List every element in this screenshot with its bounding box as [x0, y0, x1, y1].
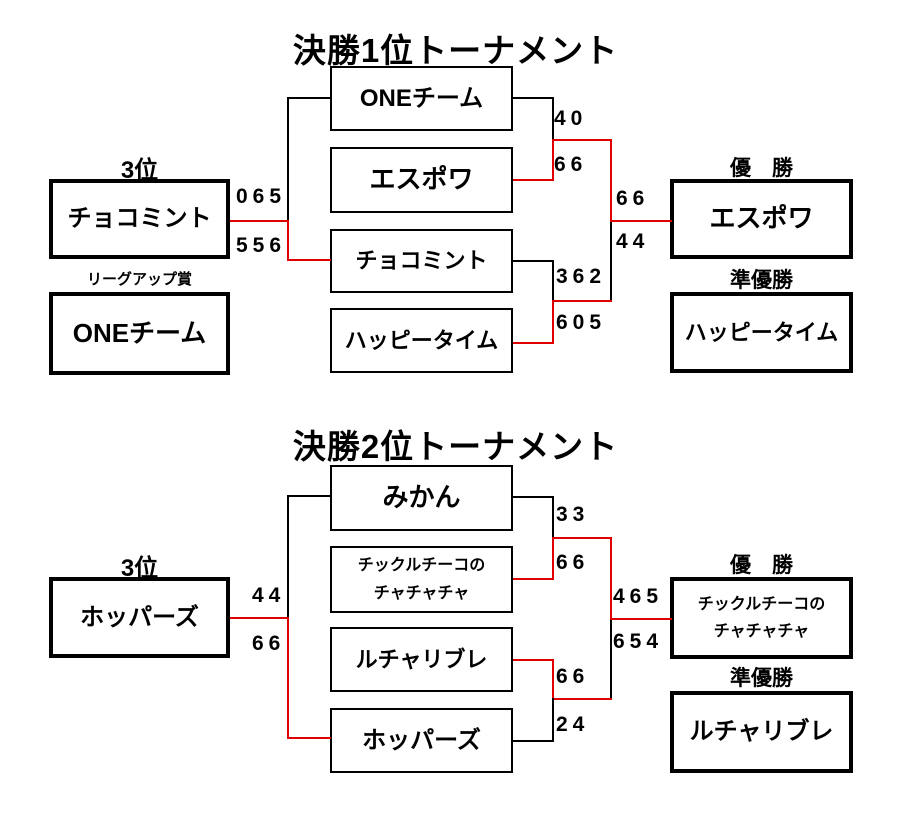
- t1-champion-box: エスポワ: [670, 179, 853, 259]
- winner-line: [287, 617, 289, 739]
- winner-line: [513, 578, 554, 580]
- bracket-line: [552, 496, 554, 539]
- winner-line: [230, 220, 289, 222]
- t2-score-third-bottom: 66: [252, 632, 286, 655]
- t1-leagueup-team: ONEチーム: [72, 317, 207, 348]
- winner-line: [552, 300, 554, 344]
- bracket-line: [610, 222, 612, 302]
- winner-line: [552, 139, 612, 141]
- t2-score-sf1-bottom: 66: [556, 551, 590, 574]
- bracket-line: [287, 97, 289, 222]
- winner-line: [552, 659, 554, 700]
- bracket-line: [287, 97, 331, 99]
- winner-line: [610, 139, 612, 222]
- t1-score-sf1-bottom: 66: [554, 153, 588, 176]
- t2-bracket-team-1: みかん: [382, 482, 461, 513]
- t2-score-sf2-top: 66: [556, 665, 590, 688]
- winner-line: [552, 537, 612, 539]
- winner-line: [287, 220, 289, 261]
- bracket-line: [287, 495, 331, 497]
- t2-score-final-bottom: 654: [613, 630, 664, 653]
- bracket-line: [513, 260, 554, 262]
- t2-bracket-team-3: ルチャリブレ: [355, 646, 488, 672]
- winner-line: [552, 537, 554, 580]
- t1-bracket-team-4: ハッピータイム: [344, 327, 499, 353]
- t1-third-place-box: チョコミント: [49, 179, 230, 259]
- t1-leagueup-label: リーグアップ賞: [86, 271, 192, 288]
- t1-champion-team: エスポワ: [709, 203, 814, 234]
- t2-champion-label: 優 勝: [730, 554, 793, 577]
- winner-line: [610, 537, 612, 620]
- t1-score-sf1-top: 40: [554, 107, 588, 130]
- t2-bracket-team-2-line1: チックルチーコの: [357, 557, 486, 575]
- t1-champion-label: 優 勝: [730, 157, 793, 180]
- t1-score-final-bottom: 44: [616, 230, 650, 253]
- winner-line: [513, 342, 554, 344]
- tournament2-title: 決勝2位トーナメント: [292, 428, 619, 465]
- winner-line: [287, 737, 331, 739]
- t1-bracket-box-3: チョコミント: [330, 229, 513, 293]
- t2-third-place-box: ホッパーズ: [49, 577, 230, 658]
- t1-bracket-team-1: ONEチーム: [359, 84, 484, 112]
- t1-third-place-team: チョコミント: [67, 205, 212, 233]
- t2-score-sf1-top: 33: [556, 503, 590, 526]
- winner-line: [552, 698, 612, 700]
- t1-score-final-top: 66: [616, 187, 650, 210]
- bracket-line: [513, 740, 554, 742]
- winner-line: [513, 659, 554, 661]
- t2-champion-box: チックルチーコの チャチャチャ: [670, 577, 853, 659]
- t1-bracket-team-3: チョコミント: [355, 248, 488, 274]
- t1-runnerup-box: ハッピータイム: [670, 292, 853, 373]
- t2-champion-team-line1: チックルチーコの: [697, 595, 826, 613]
- bracket-line: [552, 698, 554, 742]
- t2-bracket-box-1: みかん: [330, 465, 513, 531]
- winner-line: [513, 179, 554, 181]
- t1-score-sf2-bottom: 605: [556, 311, 607, 334]
- bracket-line: [513, 97, 554, 99]
- t2-score-sf2-bottom: 24: [556, 713, 590, 736]
- t1-bracket-box-2: エスポワ: [330, 147, 513, 213]
- t2-bracket-box-4: ホッパーズ: [330, 708, 513, 773]
- t1-bracket-box-1: ONEチーム: [330, 66, 513, 131]
- t2-bracket-team-2-line2: チャチャチャ: [373, 584, 470, 602]
- tournament1-title: 決勝1位トーナメント: [292, 32, 619, 69]
- t1-bracket-team-2: エスポワ: [369, 164, 474, 195]
- t2-bracket-box-3: ルチャリブレ: [330, 627, 513, 692]
- t1-score-sf2-top: 362: [556, 265, 607, 288]
- bracket-line: [513, 496, 554, 498]
- winner-line: [552, 300, 612, 302]
- t1-runnerup-team: ハッピータイム: [684, 319, 839, 345]
- bracket-line: [552, 260, 554, 302]
- bracket-line: [610, 620, 612, 700]
- t1-bracket-box-4: ハッピータイム: [330, 308, 513, 373]
- t2-champion-team-line2: チャチャチャ: [713, 623, 810, 640]
- t2-third-place-team: ホッパーズ: [80, 603, 199, 631]
- winner-line: [230, 617, 289, 619]
- bracket-line: [552, 97, 554, 141]
- winner-line: [610, 220, 672, 222]
- winner-line: [610, 618, 672, 620]
- winner-line: [287, 259, 331, 261]
- t2-runnerup-team: ルチャリブレ: [689, 718, 834, 746]
- t2-score-third-top: 44: [252, 584, 286, 607]
- t1-runnerup-label: 準優勝: [730, 269, 793, 292]
- t2-runnerup-box: ルチャリブレ: [670, 691, 853, 773]
- t2-bracket-team-4: ホッパーズ: [362, 726, 481, 754]
- t1-score-third-bottom: 556: [236, 234, 287, 257]
- t1-leagueup-box: ONEチーム: [49, 292, 230, 375]
- t2-bracket-box-2: チックルチーコの チャチャチャ: [330, 546, 513, 613]
- t2-runnerup-label: 準優勝: [730, 667, 793, 690]
- t1-score-third-top: 065: [236, 185, 287, 208]
- t2-score-final-top: 465: [613, 585, 664, 608]
- winner-line: [552, 139, 554, 181]
- bracket-line: [287, 495, 289, 619]
